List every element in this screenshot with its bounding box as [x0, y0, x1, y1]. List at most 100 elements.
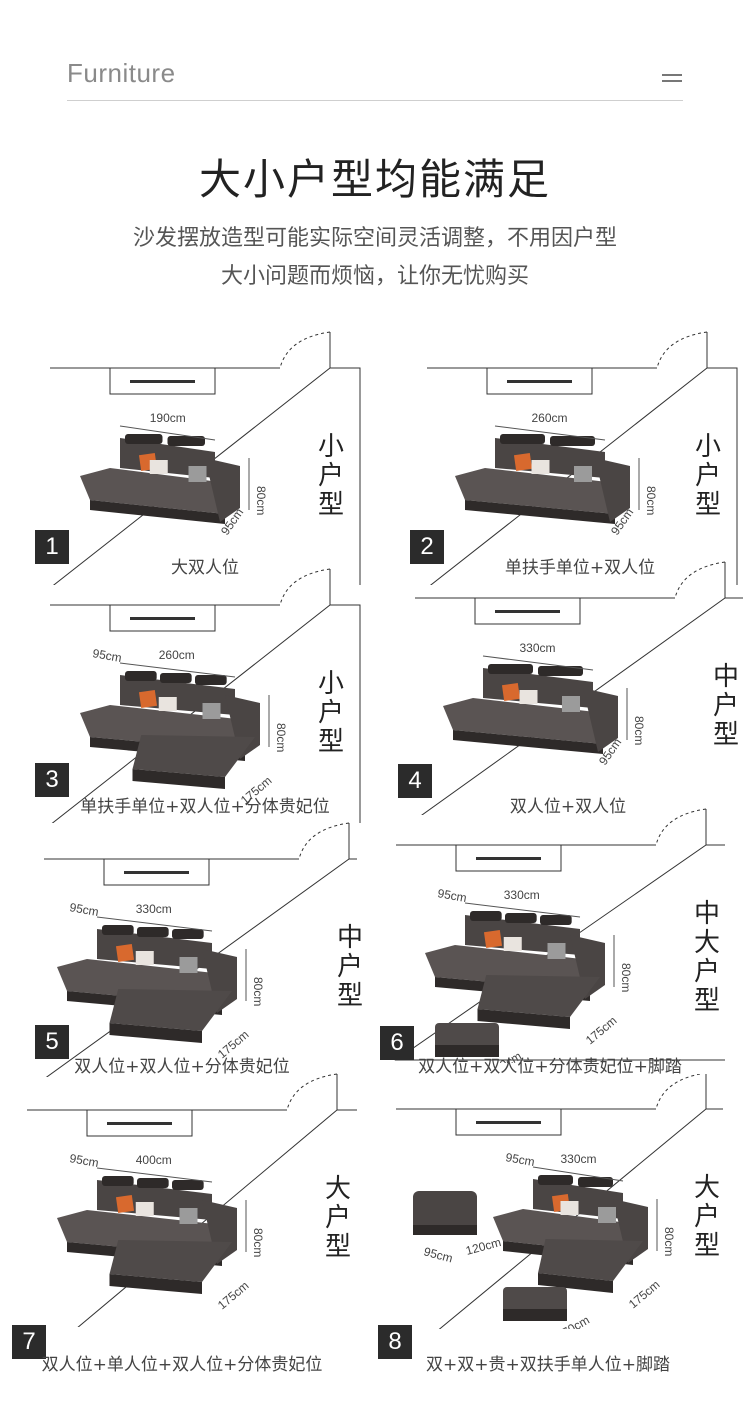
sofa-illustration — [425, 911, 605, 1057]
dimension-label: 80cm — [512, 1326, 544, 1329]
sofa-illustration — [57, 1176, 237, 1294]
tv-icon — [495, 610, 560, 613]
dimension-line — [482, 655, 594, 671]
layout-number-badge: 2 — [410, 530, 444, 564]
dimension-line — [464, 902, 581, 918]
layout-caption: 双人位+单人位+双人位+分体贵妃位 — [41, 1355, 323, 1375]
tv-icon — [107, 1122, 172, 1125]
dimension-label: 80cm — [632, 716, 646, 745]
door-swing — [674, 561, 726, 599]
menu-icon[interactable] — [662, 74, 682, 82]
dimension-label: 190cm — [150, 411, 186, 425]
dimension-label: 330cm — [136, 902, 172, 916]
tv-icon — [124, 871, 189, 874]
tv-icon — [130, 617, 195, 620]
dimension-label: 95cm — [91, 646, 122, 665]
dimension-line — [96, 916, 213, 932]
layout-number-badge: 3 — [35, 763, 69, 797]
sofa-illustration — [443, 664, 618, 754]
room-size-label: 小户型 — [694, 432, 721, 520]
layout-panel-8: 95cm330cm80cm175cm80cm70cm95cm120cm8大户型 — [378, 1074, 723, 1359]
dimension-label: 175cm — [583, 1013, 620, 1047]
dimension-label: 80cm — [251, 977, 265, 1006]
door-swing — [279, 568, 331, 606]
door-swing — [655, 808, 707, 846]
layout-number-badge: 4 — [398, 764, 432, 798]
layout-panel-6: 95cm330cm80cm175cm80cm70cm6中大户型 — [380, 808, 725, 1063]
tv-icon — [507, 380, 572, 383]
room-size-label: 中大户型 — [693, 899, 720, 1016]
tv-icon — [476, 1121, 541, 1124]
dimension-label: 80cm — [662, 1227, 676, 1256]
layout-caption: 单扶手单位+双人位 — [504, 558, 656, 578]
sofa-illustration — [413, 1175, 648, 1321]
room-size-label: 大户型 — [693, 1173, 720, 1261]
room-size-label: 大户型 — [324, 1174, 351, 1262]
room-size-label: 中户型 — [712, 662, 739, 750]
layout-number-badge: 8 — [378, 1325, 412, 1359]
brand-title: Furniture — [67, 58, 176, 88]
subtitle-line-1: 沙发摆放造型可能实际空间灵活调整，不用因户型 — [132, 226, 617, 251]
door-swing — [656, 331, 708, 369]
dimension-label: 80cm — [274, 723, 288, 752]
subtitle-line-2: 大小问题而烦恼，让你无忧购买 — [220, 264, 529, 289]
dimension-label: 80cm — [644, 486, 658, 515]
dimension-line — [119, 662, 236, 678]
door-swing — [298, 822, 350, 860]
door-swing — [655, 1074, 704, 1110]
header-divider — [67, 100, 683, 101]
dimension-label: 80cm — [251, 1228, 265, 1257]
dimension-label: 330cm — [561, 1152, 597, 1166]
sofa-illustration — [57, 925, 237, 1043]
sofa-illustration — [80, 434, 240, 524]
page-headline: 大小户型均能满足 — [198, 155, 551, 204]
layout-caption: 双人位+双人位 — [509, 797, 627, 817]
dimension-label: 95cm — [68, 1151, 99, 1170]
dimension-label: 175cm — [626, 1277, 663, 1311]
dimension-label: 95cm — [68, 900, 99, 919]
dimension-label: 80cm — [254, 486, 268, 515]
layout-number-badge: 1 — [35, 530, 69, 564]
room-size-label: 小户型 — [317, 669, 344, 757]
dimension-label: 260cm — [532, 411, 568, 425]
dimension-label: 330cm — [520, 641, 556, 655]
layout-number-badge: 5 — [35, 1025, 69, 1059]
dimension-line — [532, 1166, 624, 1182]
dimension-label: 330cm — [504, 888, 540, 902]
layout-caption: 双人位+双人位+分体贵妃位 — [74, 1057, 290, 1077]
dimension-line — [96, 1167, 213, 1183]
dimension-label: 175cm — [215, 1278, 252, 1312]
sofa-illustration — [80, 671, 260, 789]
tv-icon — [130, 380, 195, 383]
sofa-illustration — [455, 434, 630, 524]
dimension-label: 120cm — [464, 1235, 502, 1258]
layout-number-badge: 7 — [12, 1325, 46, 1359]
dimension-line — [494, 425, 606, 441]
room-floorplan: 95cm330cm80cm175cm80cm70cm95cm120cm — [396, 1074, 723, 1329]
door-swing — [279, 331, 331, 369]
dimension-line — [119, 425, 216, 441]
layout-caption: 双人位+双人位+分体贵妃位+脚踏 — [418, 1057, 682, 1077]
layout-caption: 单扶手单位+双人位+分体贵妃位 — [80, 797, 330, 817]
tv-icon — [476, 857, 541, 860]
room-size-label: 中户型 — [336, 923, 363, 1011]
door-swing — [286, 1073, 338, 1111]
dimension-label: 95cm — [436, 886, 467, 905]
room-floorplan: 95cm330cm80cm175cm80cm70cm — [394, 808, 725, 1063]
room-size-label: 小户型 — [317, 432, 344, 520]
layout-caption: 大双人位 — [171, 558, 239, 578]
layout-number-badge: 6 — [380, 1026, 414, 1060]
dimension-label: 80cm — [619, 963, 633, 992]
dimension-label: 95cm — [504, 1150, 535, 1169]
